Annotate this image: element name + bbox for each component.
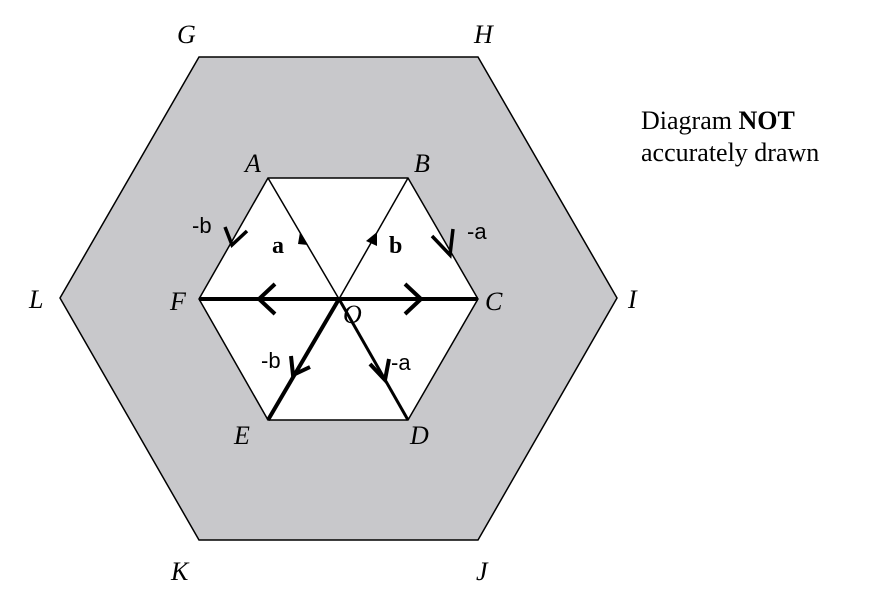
arrow-O-C (403, 282, 424, 316)
label-B: B (414, 149, 430, 178)
arrow-O-F (256, 282, 277, 316)
label-J: J (476, 557, 489, 586)
arrow-O-E (289, 355, 311, 379)
arrow-B-C (430, 228, 455, 259)
vector-label-a: a (272, 233, 284, 259)
label-H: H (473, 20, 494, 49)
label-A: A (243, 149, 261, 178)
label-D: D (409, 421, 429, 450)
label-E: E (233, 421, 250, 450)
note-line-1: Diagram NOT (641, 105, 819, 137)
vector-label-neg-a-right: -a (467, 219, 487, 244)
label-K: K (170, 557, 190, 586)
label-L: L (28, 285, 43, 314)
note-word-not: NOT (738, 106, 795, 135)
label-O: O (343, 300, 362, 329)
arrow-b-head (366, 232, 377, 246)
label-F: F (169, 287, 187, 316)
diagram-note: Diagram NOT accurately drawn (641, 105, 819, 169)
label-G: G (177, 20, 196, 49)
arrow-O-D (368, 358, 391, 385)
vector-label-neg-b-lower: -b (261, 348, 281, 373)
note-word-diagram: Diagram (641, 106, 732, 135)
vector-line-O-D (337, 298, 410, 421)
label-I: I (627, 285, 638, 314)
arrow-a-head (298, 232, 308, 245)
label-C: C (485, 287, 503, 316)
vector-label-neg-b-left: -b (192, 213, 212, 238)
arrow-A-F (223, 226, 249, 249)
vector-label-b: b (389, 233, 402, 259)
note-line-2: accurately drawn (641, 138, 820, 167)
vector-label-neg-a-lower: -a (391, 350, 411, 375)
vector-line-O-E (266, 297, 341, 422)
